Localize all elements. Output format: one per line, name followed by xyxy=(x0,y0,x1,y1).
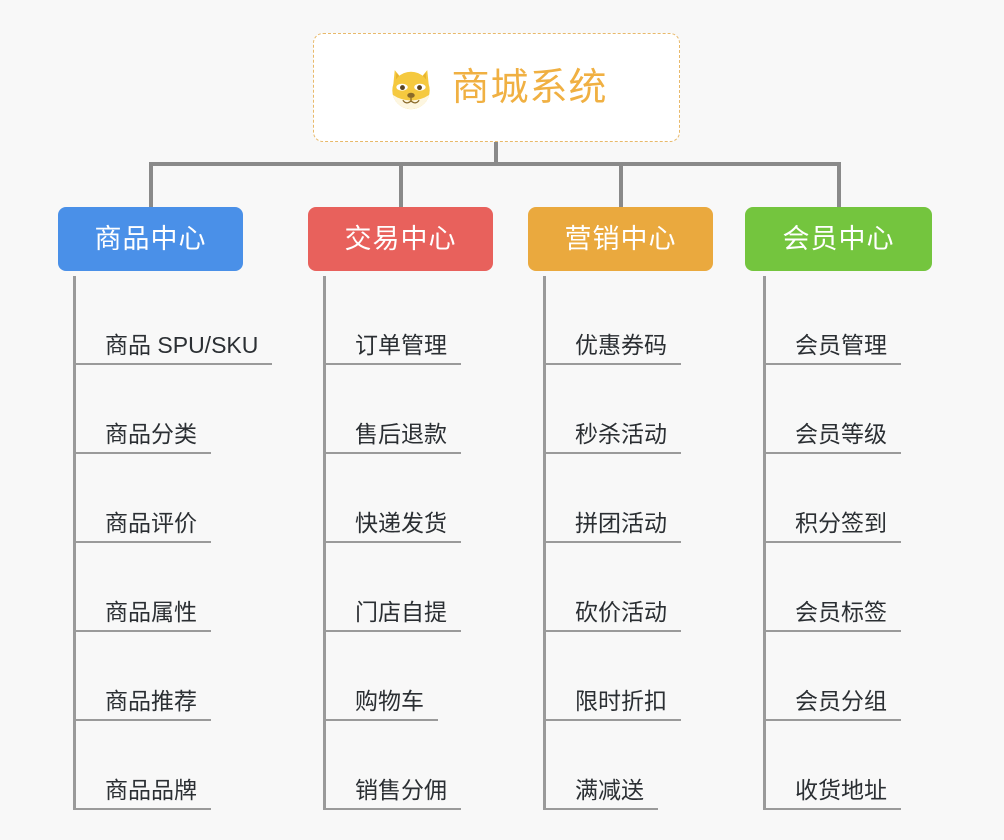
connector-horizontal-bus xyxy=(148,162,841,166)
connector-root-drop xyxy=(494,142,498,166)
leaf-item-label: 秒杀活动 xyxy=(543,421,681,454)
leaf-item[interactable]: 商品推荐 xyxy=(73,632,211,721)
leaf-item[interactable]: 积分签到 xyxy=(763,454,901,543)
leaf-item[interactable]: 商品分类 xyxy=(73,365,211,454)
leaf-item[interactable]: 商品评价 xyxy=(73,454,211,543)
leaf-item[interactable]: 销售分佣 xyxy=(323,721,461,810)
root-node[interactable]: 商城系统 xyxy=(313,33,680,142)
leaf-item-label: 商品评价 xyxy=(73,510,211,543)
category-box-trade-center[interactable]: 交易中心 xyxy=(308,207,493,271)
leaf-item[interactable]: 收货地址 xyxy=(763,721,901,810)
leaf-item-label: 砍价活动 xyxy=(543,599,681,632)
leaf-item-label: 商品分类 xyxy=(73,421,211,454)
leaf-item-label: 会员等级 xyxy=(763,421,901,454)
connector-drop-trade-center xyxy=(398,162,403,207)
leaf-column-product-center: 商品 SPU/SKU 商品分类商品评价商品属性商品推荐商品品牌 xyxy=(73,276,298,810)
leaf-item[interactable]: 售后退款 xyxy=(323,365,461,454)
category-label: 营销中心 xyxy=(564,223,677,254)
category-box-marketing-center[interactable]: 营销中心 xyxy=(528,207,713,271)
category-label: 会员中心 xyxy=(782,223,895,254)
leaf-item-label: 限时折扣 xyxy=(543,688,681,721)
leaf-item[interactable]: 订单管理 xyxy=(323,276,461,365)
shiba-dog-face-icon xyxy=(392,69,431,109)
leaf-item[interactable]: 拼团活动 xyxy=(543,454,681,543)
leaf-item[interactable]: 购物车 xyxy=(323,632,438,721)
category-box-member-center[interactable]: 会员中心 xyxy=(745,207,932,271)
leaf-item[interactable]: 门店自提 xyxy=(323,543,461,632)
connector-drop-product-center xyxy=(148,162,153,207)
leaf-item[interactable]: 快递发货 xyxy=(323,454,461,543)
leaf-spine xyxy=(323,276,326,810)
leaf-spine xyxy=(73,276,76,810)
leaf-item[interactable]: 砍价活动 xyxy=(543,543,681,632)
leaf-item-label: 商品推荐 xyxy=(73,688,211,721)
leaf-item-label: 会员管理 xyxy=(763,332,901,365)
leaf-item-label: 销售分佣 xyxy=(323,777,461,810)
connector-drop-marketing-center xyxy=(618,162,623,207)
leaf-item-label: 拼团活动 xyxy=(543,510,681,543)
leaf-column-trade-center: 订单管理售后退款快递发货门店自提购物车销售分佣 xyxy=(323,276,548,810)
leaf-item[interactable]: 限时折扣 xyxy=(543,632,681,721)
category-box-product-center[interactable]: 商品中心 xyxy=(58,207,243,271)
leaf-item-label: 优惠券码 xyxy=(543,332,681,365)
leaf-item-label: 订单管理 xyxy=(323,332,461,365)
leaf-item-label: 会员标签 xyxy=(763,599,901,632)
leaf-item[interactable]: 会员分组 xyxy=(763,632,901,721)
leaf-item[interactable]: 商品品牌 xyxy=(73,721,211,810)
leaf-item-label: 会员分组 xyxy=(763,688,901,721)
leaf-item[interactable]: 秒杀活动 xyxy=(543,365,681,454)
leaf-column-member-center: 会员管理会员等级积分签到会员标签会员分组收货地址 xyxy=(763,276,990,810)
leaf-item-label: 商品属性 xyxy=(73,599,211,632)
leaf-column-marketing-center: 优惠券码秒杀活动拼团活动砍价活动限时折扣满减送 xyxy=(543,276,768,810)
leaf-item[interactable]: 会员标签 xyxy=(763,543,901,632)
leaf-item[interactable]: 会员管理 xyxy=(763,276,901,365)
leaf-spine xyxy=(763,276,766,810)
leaf-item-label: 购物车 xyxy=(323,688,438,721)
leaf-item-label: 门店自提 xyxy=(323,599,461,632)
category-label: 交易中心 xyxy=(344,223,457,254)
leaf-item-label: 满减送 xyxy=(543,777,658,810)
leaf-item-label: 快递发货 xyxy=(323,510,461,543)
connector-drop-member-center xyxy=(836,162,841,207)
category-label: 商品中心 xyxy=(94,223,207,254)
leaf-item[interactable]: 商品属性 xyxy=(73,543,211,632)
leaf-spine xyxy=(543,276,546,810)
leaf-item-label: 商品品牌 xyxy=(73,777,211,810)
leaf-item[interactable]: 会员等级 xyxy=(763,365,901,454)
root-title: 商城系统 xyxy=(451,66,608,109)
leaf-item-label: 商品 SPU/SKU xyxy=(73,332,273,365)
leaf-item[interactable]: 优惠券码 xyxy=(543,276,681,365)
leaf-item-label: 积分签到 xyxy=(763,510,901,543)
leaf-item[interactable]: 满减送 xyxy=(543,721,658,810)
leaf-item[interactable]: 商品 SPU/SKU xyxy=(73,276,273,365)
leaf-item-label: 售后退款 xyxy=(323,421,461,454)
leaf-item-label: 收货地址 xyxy=(763,777,901,810)
